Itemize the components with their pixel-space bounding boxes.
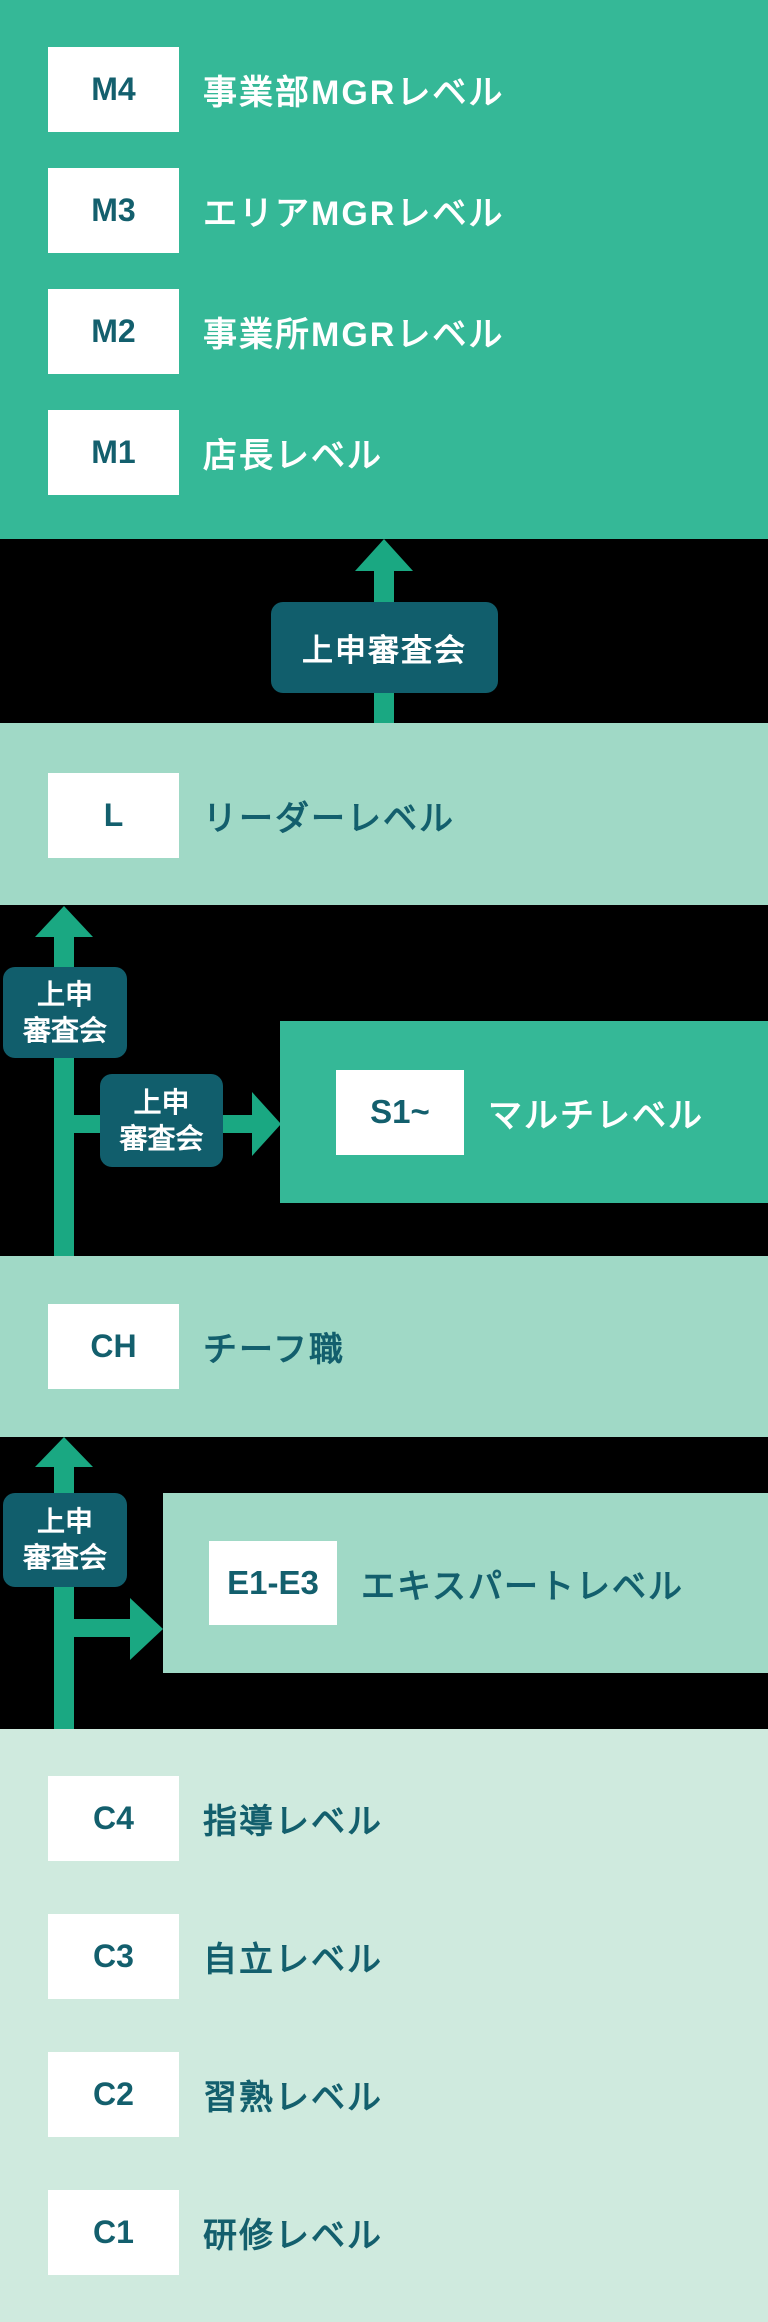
arrow-right-to-multi-icon [252, 1092, 281, 1156]
grade-badge-m2: M2 [48, 289, 179, 374]
arrow-shaft-below-badge-1 [54, 1058, 74, 1256]
arrow-shaft-above-badge-1 [54, 935, 74, 968]
arrow-shaft-above-badge-3 [54, 1465, 74, 1495]
review-board-line2: 審査会 [22, 1542, 107, 1573]
section-crew-levels: C4 指導レベル C3 自立レベル C2 習熟レベル C1 研修レベル [0, 1729, 768, 2322]
level-label-m3: エリアMGRレベル [203, 195, 505, 233]
level-label-multi: マルチレベル [488, 1096, 704, 1135]
arrow-up-to-chief-icon [35, 1437, 93, 1467]
arrow-up-to-manager-icon [355, 539, 413, 571]
review-board-badge-chief: 上申 審査会 [3, 1493, 127, 1587]
row-c2: C2 習熟レベル [0, 2052, 768, 2137]
grade-badge-c2: C2 [48, 2052, 179, 2137]
row-m2: M2 事業所MGRレベル [0, 289, 768, 374]
multi-level-box: S1~ マルチレベル [280, 1021, 768, 1203]
level-label-c4: 指導レベル [203, 1803, 383, 1841]
row-c3: C3 自立レベル [0, 1914, 768, 1999]
section-manager-levels: M4 事業部MGRレベル M3 エリアMGRレベル M2 事業所MGRレベル M… [0, 0, 768, 539]
review-board-line1: 上申 [133, 1086, 190, 1118]
arrow-right-to-expert-icon [130, 1598, 163, 1660]
row-m3: M3 エリアMGRレベル [0, 168, 768, 253]
level-label-leader: リーダーレベル [203, 800, 455, 838]
arrow-shaft-above-center-badge [374, 570, 394, 602]
row-c4: C4 指導レベル [0, 1776, 768, 1861]
review-board-line1: 上申 [36, 978, 93, 1010]
level-label-m2: 事業所MGRレベル [203, 316, 505, 354]
expert-level-box: E1-E3 エキスパートレベル [163, 1493, 768, 1673]
level-label-chief: チーフ職 [203, 1331, 345, 1369]
level-label-expert: エキスパートレベル [361, 1567, 684, 1606]
grade-badge-m1: M1 [48, 410, 179, 495]
grade-badge-m4: M4 [48, 47, 179, 132]
arrow-shaft-to-multi-box [223, 1115, 252, 1133]
review-board-label: 上申審査会 [302, 633, 467, 668]
review-board-line2: 審査会 [119, 1122, 204, 1154]
level-label-c2: 習熟レベル [203, 2079, 383, 2117]
review-board-badge-leader: 上申 審査会 [3, 967, 127, 1058]
grade-badge-c1: C1 [48, 2190, 179, 2275]
grade-badge-c4: C4 [48, 1776, 179, 1861]
grade-badge-e1-e3: E1-E3 [209, 1541, 337, 1625]
branch-bar-to-expert-box [64, 1619, 130, 1637]
branch-bar-to-multi-badge [64, 1115, 100, 1133]
row-c1: C1 研修レベル [0, 2190, 768, 2275]
row-m4: M4 事業部MGRレベル [0, 47, 768, 132]
review-board-badge-manager: 上申審査会 [271, 602, 498, 693]
grade-badge-s1: S1~ [336, 1069, 464, 1155]
grade-badge-ch: CH [48, 1304, 179, 1389]
arrow-up-to-leader-icon [35, 906, 93, 937]
section-leader-level: L リーダーレベル [0, 723, 768, 905]
arrow-shaft-below-center-badge [374, 693, 394, 723]
grade-badge-c3: C3 [48, 1914, 179, 1999]
review-board-line1: 上申 [36, 1506, 93, 1538]
review-board-badge-multi: 上申 審査会 [100, 1074, 223, 1167]
grade-badge-m3: M3 [48, 168, 179, 253]
level-label-c1: 研修レベル [203, 2217, 383, 2255]
grade-badge-l: L [48, 773, 179, 858]
review-board-line2: 審査会 [22, 1014, 107, 1046]
row-leader: L リーダーレベル [0, 773, 768, 858]
row-m1: M1 店長レベル [0, 410, 768, 495]
arrow-shaft-below-badge-3 [54, 1587, 74, 1729]
section-chief-level: CH チーフ職 [0, 1256, 768, 1437]
level-label-m1: 店長レベル [203, 437, 383, 475]
level-label-m4: 事業部MGRレベル [203, 74, 505, 112]
level-label-c3: 自立レベル [203, 1941, 383, 1979]
row-chief: CH チーフ職 [0, 1304, 768, 1389]
